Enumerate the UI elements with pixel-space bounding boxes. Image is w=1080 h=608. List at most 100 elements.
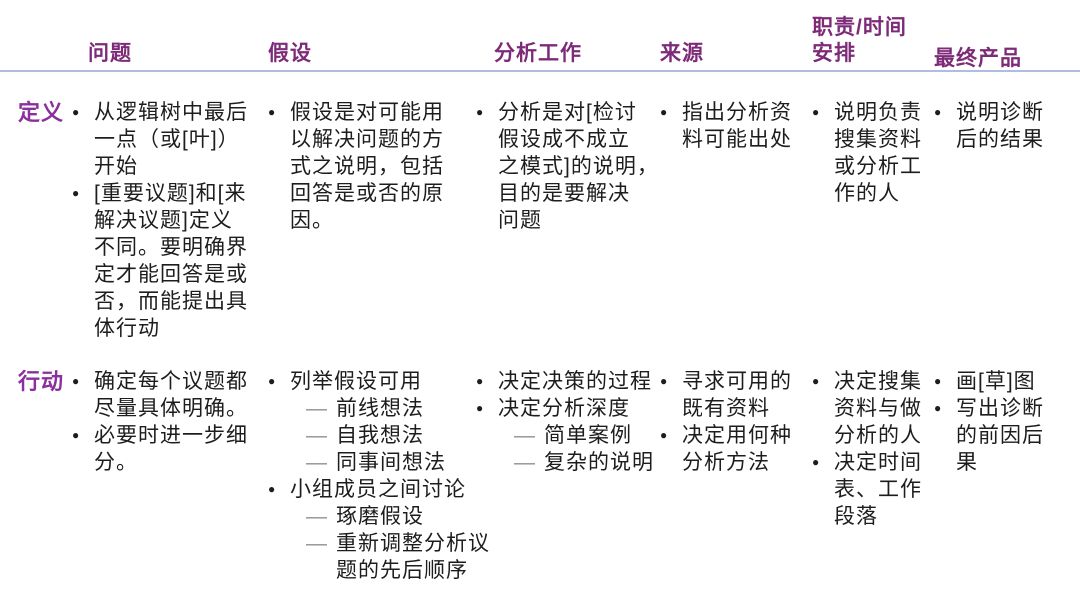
dash-icon: — (306, 532, 328, 555)
bullet-icon: ● (934, 105, 943, 119)
item-text: [重要议题]和[来 解决议题]定义 不同。要明确界 定才能回答是或 否，而能提出… (94, 182, 248, 340)
table-row-definition: 定义 ●从逻辑树中最后 一点（或[叶]） 开始●[重要议题]和[来 解决议题]定… (0, 72, 1080, 368)
bullet-item: ● 寻求可用的 既有资料 (660, 368, 804, 422)
item-text: 分析是对[检讨 假设成不成立 之模式]的说明， 目的是要解决 问题 (498, 101, 659, 232)
cell-definition-hypothesis: ● 假设是对可能用 以解决问题的方 式之说明，包括 回答是或否的原 因。 (260, 72, 468, 368)
item-text: 画[草]图 (956, 370, 1036, 393)
sub-item-text: 前线想法 (336, 397, 424, 420)
item-text: 小组成员之间讨论 (290, 478, 466, 501)
bullet-icon: ● (72, 428, 81, 442)
sub-item: — 同事间想法 (306, 449, 468, 476)
column-header-analysis-work: 分析工作 (494, 42, 582, 65)
bullet-icon: ● (812, 105, 821, 119)
cell-action-analysis-work: ● 决定决策的过程 ● 决定分析深度—简单案例— 复杂的说明 (468, 368, 654, 584)
bullet-icon: ● (268, 482, 277, 496)
bullet-item: ● 小组成员之间讨论 (268, 476, 468, 503)
bullet-icon: ● (660, 428, 669, 442)
item-text: 决定决策的过程 (498, 370, 652, 393)
bullet-icon: ● (934, 374, 943, 388)
sub-item: —简单案例 (514, 422, 652, 449)
sub-item-text: 重新调整分析议 题的先后顺序 (336, 532, 490, 582)
sub-item: — 复杂的说明 (514, 449, 654, 476)
bullet-item: ●从逻辑树中最后 一点（或[叶]） 开始 (72, 99, 260, 180)
sub-item-text: 同事间想法 (336, 451, 446, 474)
bullet-icon: ● (72, 374, 81, 388)
item-text: 决定搜集 资料与做 分析的人 (834, 370, 922, 447)
bullet-icon: ● (476, 401, 485, 415)
bullet-icon: ● (72, 186, 81, 200)
bullet-item: ● 决定决策的过程 (476, 368, 652, 395)
cell-action-problem: ● 确定每个议题都 尽量具体明确。 ● 必要时进一步细 分。 (64, 368, 260, 584)
row-label-action: 行动 (18, 369, 65, 394)
item-text: 说明诊断 后的结果 (956, 101, 1044, 151)
bullet-item: ● 分析是对[检讨 假设成不成立 之模式]的说明， 目的是要解决 问题 (476, 99, 658, 234)
bullet-icon: ● (812, 374, 821, 388)
item-text: 必要时进一步细 分。 (94, 424, 248, 474)
cell-definition-final-product: ● 说明诊断 后的结果 (926, 72, 1080, 368)
sub-item-text: 简单案例 (544, 424, 632, 447)
item-text: 列举假设可用 (290, 370, 422, 393)
bullet-icon: ● (476, 105, 485, 119)
bullet-item: ●指出分析资 料可能出处 (660, 99, 804, 153)
item-text: 决定时间 表、工作 段落 (834, 451, 922, 528)
bullet-item: ● 写出诊断 的前因后 果 (934, 395, 1080, 476)
bullet-icon: ● (476, 374, 485, 388)
bullet-item: ● 画[草]图 (934, 368, 1080, 395)
bullet-item: ● 说明诊断 后的结果 (934, 99, 1080, 153)
cell-action-source: ● 寻求可用的 既有资料 ● 决定用何种 分析方法 (652, 368, 804, 584)
item-text: 说明负责 搜集资料 或分析工 作的人 (834, 101, 922, 205)
cell-action-hypothesis: ● 列举假设可用 — 前线想法 — 自我想法 — 同事间想法 ● 小组成员之间讨论 — 琢磨假设 — 重新… (260, 368, 489, 584)
cell-action-final-product: ● 画[草]图 ● 写出诊断 的前因后 果 (926, 368, 1080, 584)
table-row-action: 行动 ● 确定每个议题都 尽量具体明确。 ● 必要时进一步细 分。 ● 列举假设可用 — 前… (0, 368, 1080, 584)
dash-icon: — (306, 397, 328, 420)
sub-item: — 自我想法 (306, 422, 468, 449)
bullet-icon: ● (660, 105, 669, 119)
sub-item: — 前线想法 (306, 395, 468, 422)
bullet-item: ● 决定时间 表、工作 段落 (812, 449, 926, 530)
sub-item: — 重新调整分析议 题的先后顺序 (306, 530, 489, 584)
dash-icon: — (514, 451, 536, 474)
bullet-icon: ● (812, 455, 821, 469)
bullet-item: ● 假设是对可能用 以解决问题的方 式之说明，包括 回答是或否的原 因。 (268, 99, 468, 234)
bullet-item: ● 列举假设可用 (268, 368, 468, 395)
item-text: 决定用何种 分析方法 (682, 424, 792, 474)
column-header-source: 来源 (660, 42, 704, 65)
column-header-hypothesis: 假设 (268, 42, 312, 65)
bullet-item: ● [重要议题]和[来 解决议题]定义 不同。要明确界 定才能回答是或 否，而能提… (72, 180, 260, 342)
sub-item-text: 复杂的说明 (544, 451, 654, 474)
cell-definition-analysis-work: ● 分析是对[检讨 假设成不成立 之模式]的说明， 目的是要解决 问题 (468, 72, 658, 368)
item-text: 决定分析深度 (498, 397, 630, 420)
sub-item-text: 自我想法 (336, 424, 424, 447)
bullet-icon: ● (268, 374, 277, 388)
header-spacer (0, 67, 64, 70)
column-header-responsibility-schedule: 职责/时间 安排 (812, 16, 907, 65)
dash-icon: — (306, 424, 328, 447)
bullet-item: ● 决定搜集 资料与做 分析的人 (812, 368, 926, 449)
bullet-item: ● 决定分析深度 (476, 395, 652, 422)
bullet-item: ● 说明负责 搜集资料 或分析工 作的人 (812, 99, 926, 207)
column-header-final-product: 最终产品 (934, 47, 1022, 70)
cell-action-responsibility-schedule: ● 决定搜集 资料与做 分析的人 ● 决定时间 表、工作 段落 (804, 368, 926, 584)
dash-icon: — (306, 451, 328, 474)
dash-icon: — (306, 505, 328, 528)
bullet-item: ● 确定每个议题都 尽量具体明确。 (72, 368, 260, 422)
sub-item: — 琢磨假设 (306, 503, 468, 530)
item-text: 寻求可用的 既有资料 (682, 370, 792, 420)
item-text: 假设是对可能用 以解决问题的方 式之说明，包括 回答是或否的原 因。 (290, 101, 444, 232)
cell-definition-source: ●指出分析资 料可能出处 (652, 72, 804, 368)
bullet-item: ● 决定用何种 分析方法 (660, 422, 804, 476)
column-header-problem: 问题 (88, 42, 132, 65)
item-text: 写出诊断 的前因后 果 (956, 397, 1044, 474)
bullet-icon: ● (72, 105, 81, 119)
bullet-icon: ● (934, 401, 943, 415)
item-text: 确定每个议题都 尽量具体明确。 (94, 370, 248, 420)
bullet-icon: ● (660, 374, 669, 388)
cell-definition-responsibility-schedule: ● 说明负责 搜集资料 或分析工 作的人 (804, 72, 926, 368)
bullet-item: ● 必要时进一步细 分。 (72, 422, 260, 476)
table-header-row: 问题 假设 分析工作 来源 职责/时间 安排 最终产品 (0, 0, 1080, 72)
sub-item-text: 琢磨假设 (336, 505, 424, 528)
row-label-definition: 定义 (18, 100, 65, 125)
bullet-icon: ● (268, 105, 277, 119)
cell-definition-problem: ●从逻辑树中最后 一点（或[叶]） 开始●[重要议题]和[来 解决议题]定义 不… (64, 72, 260, 368)
